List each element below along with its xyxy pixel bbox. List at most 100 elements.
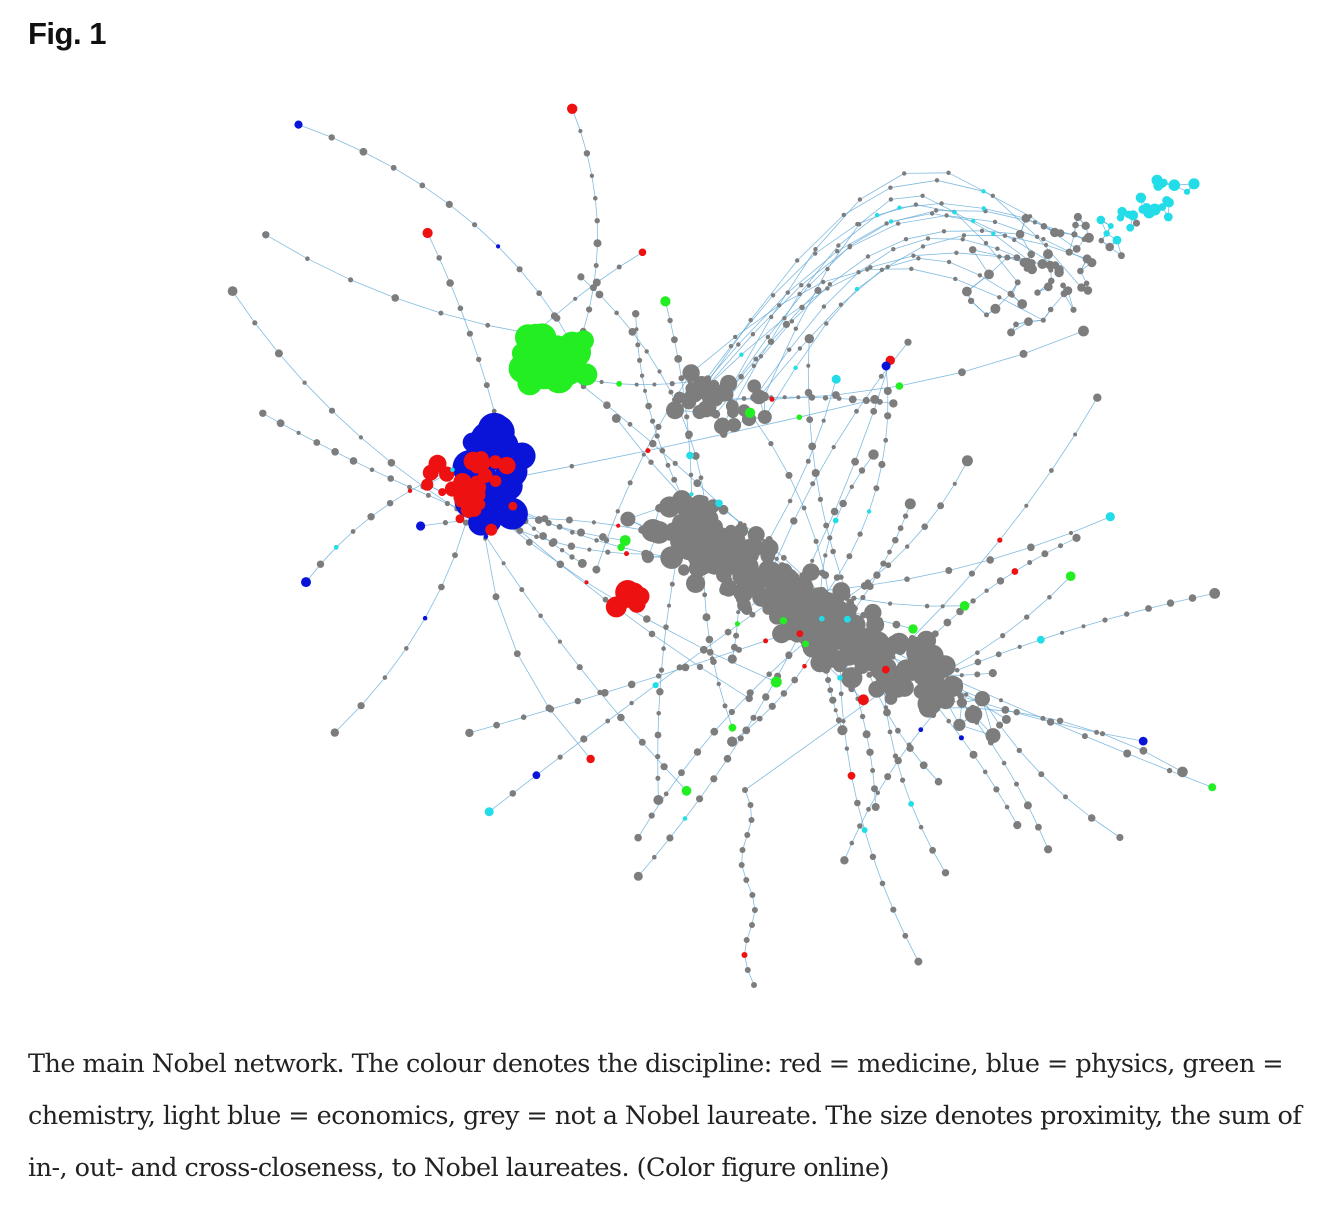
network-edge [636,329,639,345]
non-laureate-node [1014,781,1019,787]
non-laureate-node [870,768,876,773]
network-edge [405,617,426,649]
non-laureate-node [918,824,924,830]
non-laureate-node [672,558,680,567]
non-laureate-node [984,588,989,593]
non-laureate-node [635,342,641,348]
non-laureate-node [839,499,847,508]
non-laureate-node [648,812,655,819]
network-edge [868,792,879,810]
non-laureate-node [780,690,788,697]
network-edge [438,257,451,284]
medicine-node [422,227,433,239]
non-laureate-node [824,321,829,326]
non-laureate-node [686,501,691,506]
non-laureate-node [348,277,354,283]
non-laureate-node [734,573,742,581]
economics-node [1188,178,1200,190]
non-laureate-node [227,286,238,296]
non-laureate-node [1027,250,1035,259]
non-laureate-node [1072,533,1081,542]
network-edge [582,309,590,332]
network-edge [776,520,795,560]
non-laureate-node [1023,614,1030,620]
network-edge [641,375,646,391]
non-laureate-node [576,664,583,671]
medicine-node [469,475,485,491]
non-laureate-node [796,590,803,597]
network-edge [924,505,941,527]
non-laureate-node [1000,633,1006,639]
non-laureate-node [587,547,592,552]
non-laureate-node [296,430,301,435]
network-edge [572,531,597,541]
non-laureate-node [859,713,866,720]
non-laureate-node [557,754,563,760]
medicine-node [802,663,807,669]
network-edge [890,603,928,607]
non-laureate-node [906,670,910,675]
network-edge [823,379,837,421]
network-edge [1061,625,1084,634]
non-laureate-node [1063,286,1073,295]
network-edge [449,204,475,226]
network-edge [591,175,596,199]
network-edge [859,173,905,200]
network-edge [1030,532,1072,548]
non-laureate-node [999,698,1003,703]
non-laureate-node [724,392,729,397]
non-laureate-node [750,714,757,721]
network-edge [1091,817,1121,838]
network-edge [956,252,1000,257]
non-laureate-node [945,567,953,574]
economics-node [888,219,894,224]
non-laureate-node [539,532,547,540]
network-edge [639,360,643,376]
non-laureate-node [833,632,839,638]
non-laureate-node [492,593,500,601]
non-laureate-node [569,554,575,560]
non-laureate-node [825,266,830,272]
non-laureate-node [676,545,689,558]
non-laureate-node [979,228,985,233]
non-laureate-node [817,590,822,595]
non-laureate-node [741,396,747,401]
non-laureate-node [747,379,761,394]
network-edge [744,679,900,791]
non-laureate-node [831,445,836,450]
network-edge [890,195,923,200]
non-laureate-node [733,562,740,569]
non-laureate-node [594,218,600,224]
non-laureate-node [848,395,857,404]
network-edge [973,220,1015,241]
medicine-node [488,455,503,469]
non-laureate-node [756,715,763,722]
non-laureate-node [745,694,753,703]
network-edge [690,336,736,374]
network-edge [659,371,672,393]
network-edge [704,333,754,390]
non-laureate-node [836,644,842,650]
non-laureate-node [591,520,597,525]
medicine-node [455,514,465,524]
medicine-node [847,771,856,780]
network-edge [1003,762,1017,785]
network-edge [651,633,701,668]
network-edge [616,312,633,333]
non-laureate-node [912,670,920,678]
non-laureate-node [666,834,674,842]
non-laureate-node [914,957,923,966]
non-laureate-node [964,692,969,697]
non-laureate-node [650,418,656,424]
non-laureate-node [1133,219,1140,227]
network-edge [849,533,861,557]
non-laureate-node [866,806,871,812]
non-laureate-node [827,687,834,693]
non-laureate-node [849,484,854,489]
non-laureate-node [597,689,603,696]
non-laureate-node [669,581,675,587]
network-edge [647,433,724,451]
non-laureate-node [627,480,633,486]
non-laureate-node [837,725,848,736]
non-laureate-node [659,447,666,454]
